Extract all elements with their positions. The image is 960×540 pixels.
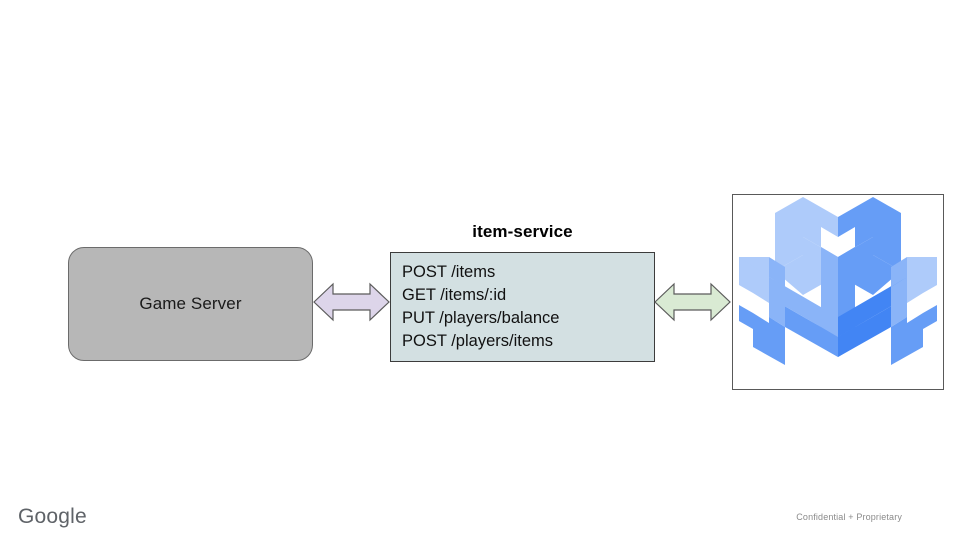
endpoint-row: PUT /players/balance <box>402 309 560 327</box>
google-wordmark: Google <box>18 505 87 528</box>
connector-item-service-to-agones-icon[interactable] <box>654 282 731 322</box>
endpoint-row: GET /items/:id <box>402 286 507 304</box>
agones-logo-frame <box>732 194 944 390</box>
endpoint-row: POST /players/items <box>402 332 553 350</box>
connector-game-server-to-item-service-icon[interactable] <box>313 282 390 322</box>
endpoint-row: POST /items <box>402 263 496 281</box>
game-server-label: Game Server <box>139 294 242 313</box>
item-service-title: item-service <box>472 222 573 241</box>
agones-logo-icon <box>739 197 937 377</box>
item-service-node[interactable]: POST /items GET /items/:id PUT /players/… <box>390 252 655 362</box>
confidentiality-notice: Confidential + Proprietary <box>796 512 902 522</box>
game-server-node[interactable]: Game Server <box>68 247 313 361</box>
